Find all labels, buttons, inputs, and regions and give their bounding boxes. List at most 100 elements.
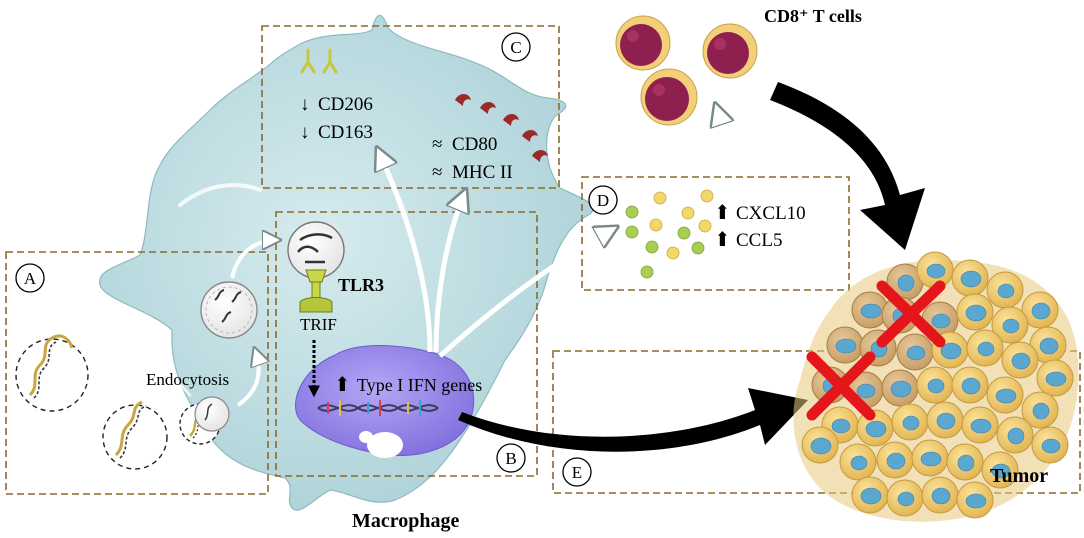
cd206-down-icon: ↓ [300, 94, 310, 115]
cd206-line: ↓ CD206 [300, 94, 373, 115]
cxcl10-up-icon: ⬆ [714, 202, 731, 224]
panel-c-box [261, 25, 560, 189]
tumor-kill-cross-1 [876, 280, 946, 348]
type1-ifn-label-group: ⬆ Type I IFN genes [334, 374, 482, 396]
dna-helix-icon [317, 400, 439, 416]
tumor-cell [891, 403, 929, 441]
tlr3-label: TLR3 [338, 275, 384, 295]
t-cell-3 [640, 68, 698, 126]
tumor-cell [826, 326, 864, 364]
tumor-cell [981, 451, 1019, 489]
type1-ifn-genes-label: Type I IFN genes [357, 375, 482, 395]
ccl5-up-icon: ⬆ [714, 229, 731, 251]
tumor-cell [966, 329, 1004, 367]
tlr3-receptor-icon [299, 269, 333, 313]
tumor-cell [951, 259, 989, 297]
tumor-cell [916, 366, 954, 404]
cd206-label: CD206 [318, 94, 373, 115]
tumor-cell [881, 369, 919, 407]
cd163-line: ↓ CD163 [300, 122, 373, 143]
chemokine-dots [625, 189, 714, 279]
tumor-cell [986, 271, 1024, 309]
arrow-endocytosis-to-endosome [236, 350, 259, 407]
arrow-nucleus-to-chemokines [438, 228, 615, 358]
tumor-cell [1021, 391, 1059, 429]
tumor-cell [921, 476, 959, 514]
tumor-cell [851, 291, 889, 329]
tumor-cell [896, 333, 934, 371]
panel-a-label: A [15, 263, 45, 293]
tumor-cell [996, 416, 1034, 454]
cd163-label: CD163 [318, 122, 373, 143]
tumor-cell [886, 479, 924, 517]
type1-ifn-up-icon: ⬆ [334, 374, 351, 396]
panel-d-label: D [588, 185, 618, 215]
endosome-vesicle [200, 281, 258, 339]
panel-c-letter: C [510, 38, 521, 57]
cd8-t-cells-label: CD8⁺ T cells [764, 6, 862, 26]
trif-label: TRIF [300, 315, 337, 334]
panel-b-letter: B [505, 449, 516, 468]
tumor-cell [1036, 359, 1074, 397]
t-cell-2 [702, 23, 758, 79]
panel-c-label: C [501, 32, 531, 62]
mhc-ii-label: MHC II [452, 162, 513, 183]
tumor-cell [916, 251, 954, 289]
rna-particle-large [15, 334, 89, 412]
tumor-cell [986, 376, 1024, 414]
macrophage-label: Macrophage [352, 510, 460, 532]
tumor-cell [876, 441, 914, 479]
cd206-receptor-icon [300, 48, 338, 74]
tumor-cell [1001, 341, 1039, 379]
endocytosis-label: Endocytosis [146, 370, 229, 389]
cxcl10-line: ⬆ CXCL10 [714, 202, 806, 224]
tumor-cell [956, 481, 994, 519]
cxcl10-label: CXCL10 [736, 203, 806, 224]
tumor-label: Tumor [990, 465, 1048, 487]
tumor-cell [926, 401, 964, 439]
panel-a-letter: A [24, 269, 37, 288]
tumor-cell [856, 409, 894, 447]
cd163-down-icon: ↓ [300, 122, 310, 143]
rna-particle-medium [102, 400, 168, 470]
tumor-cell [1031, 426, 1069, 464]
tumor-cell [911, 439, 949, 477]
arrow-ifn-to-tumor [458, 388, 808, 452]
tumor-cell [956, 293, 994, 331]
cd80-line: ≈ CD80 [432, 134, 497, 155]
endocytosis-vesicle-small [194, 396, 230, 432]
panel-b-label: B [496, 443, 526, 473]
t-cell-1 [615, 15, 671, 71]
mhc-ii-approx-icon: ≈ [432, 162, 442, 183]
panel-d-box [581, 176, 850, 291]
tumor-mass [793, 251, 1079, 522]
arrow-tcells-to-tumor [770, 82, 925, 250]
arrow-endosome-to-tlr3 [230, 240, 278, 279]
panel-a-box [5, 251, 269, 495]
tumor-cell [839, 443, 877, 481]
panel-e-label: E [562, 457, 592, 487]
arrow-nucleus-to-markers-down [378, 150, 433, 353]
tumor-kill-cross-2 [806, 351, 876, 421]
tumor-cell [961, 406, 999, 444]
tumor-cell [801, 426, 839, 464]
cd80-label: CD80 [452, 134, 497, 155]
panel-b-box [275, 211, 538, 477]
tumor-cell [946, 443, 984, 481]
tumor-cell [951, 366, 989, 404]
arrow-nucleus-to-markers-approx [433, 192, 465, 353]
ccl5-line: ⬆ CCL5 [714, 229, 782, 251]
cd80-receptor-icons [455, 94, 548, 162]
tlr3-endosome-icon [287, 221, 345, 279]
ccl5-label: CCL5 [736, 230, 782, 251]
mhc-ii-line: ≈ MHC II [432, 162, 513, 183]
panel-e-box [552, 350, 1081, 494]
arrow-chemokines-to-tcells [703, 106, 720, 170]
tumor-cell [991, 306, 1029, 344]
panel-d-letter: D [597, 191, 609, 210]
nucleus [295, 345, 475, 458]
cd80-approx-icon: ≈ [432, 134, 442, 155]
tumor-cells [801, 251, 1074, 519]
